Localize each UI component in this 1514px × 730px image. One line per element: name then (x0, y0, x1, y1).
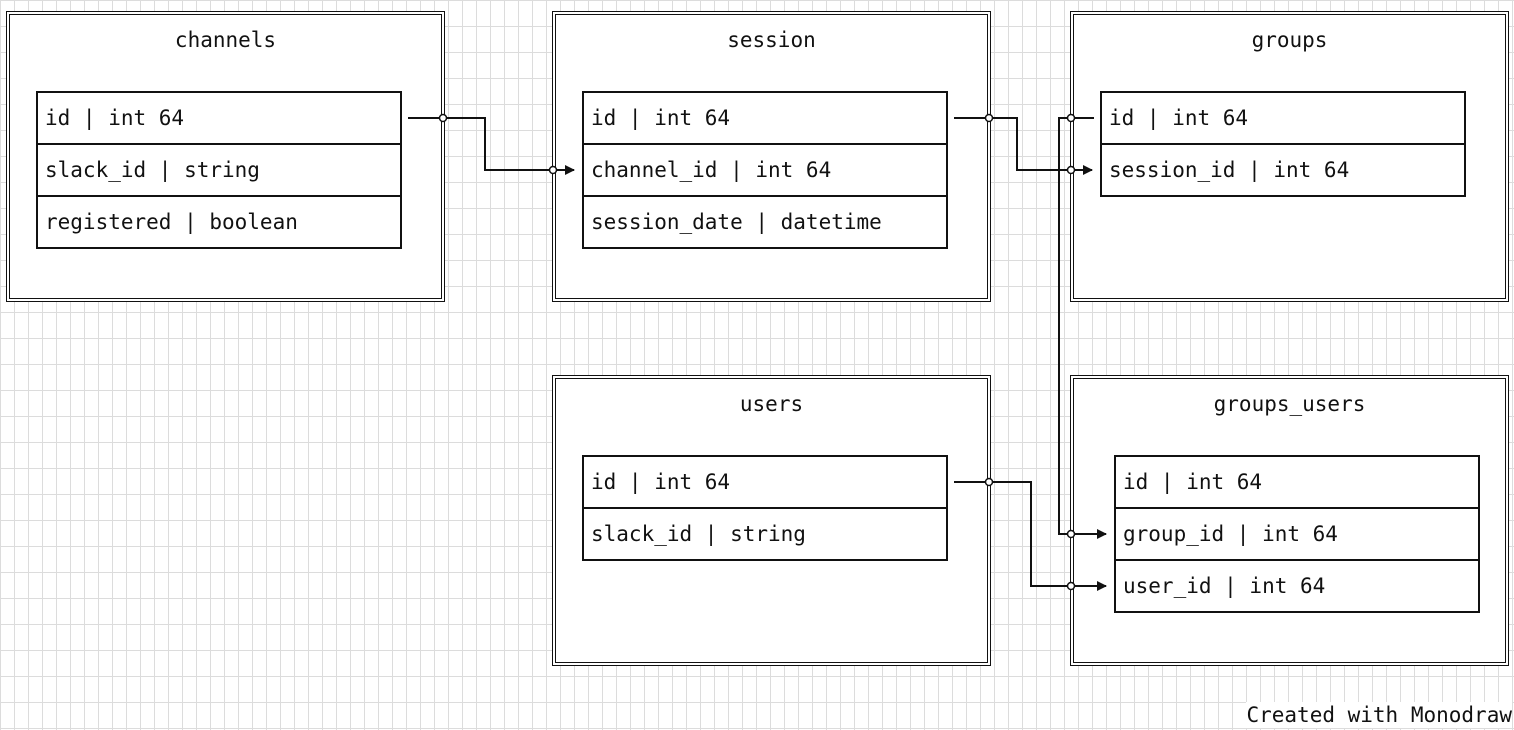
field-list-groups-users: id | int 64 group_id | int 64 user_id | … (1114, 455, 1480, 613)
table-title-groups: groups (1251, 28, 1328, 52)
table-title-groups-users: groups_users (1213, 392, 1366, 416)
field-channels-registered: registered | boolean (45, 210, 298, 234)
field-users-id: id | int 64 (584, 457, 946, 509)
field-channels-id: id | int 64 (38, 93, 400, 145)
table-channels: channels id | int 64 slack_id | string r… (6, 11, 445, 302)
field-groups-users-group-id: group_id | int 64 (1116, 509, 1478, 561)
table-groups-users: groups_users id | int 64 group_id | int … (1070, 375, 1509, 666)
table-users: users id | int 64 slack_id | string (552, 375, 991, 666)
field-session-id: id | int 64 (584, 93, 946, 145)
table-groups: groups id | int 64 session_id | int 64 (1070, 11, 1509, 302)
table-session: session id | int 64 channel_id | int 64 … (552, 11, 991, 302)
field-list-session: id | int 64 channel_id | int 64 session_… (582, 91, 948, 249)
table-title-users: users (739, 392, 804, 416)
field-session-session-date: session_date | datetime (591, 210, 882, 234)
field-channels-slack-id: slack_id | string (38, 145, 400, 197)
field-session-channel-id: channel_id | int 64 (584, 145, 946, 197)
monodraw-credit: Created with Monodraw (1246, 702, 1512, 728)
field-list-groups: id | int 64 session_id | int 64 (1100, 91, 1466, 197)
table-title-channels: channels (174, 28, 277, 52)
field-groups-id: id | int 64 (1102, 93, 1464, 145)
field-groups-session-id: session_id | int 64 (1109, 158, 1350, 182)
field-groups-users-user-id: user_id | int 64 (1123, 574, 1326, 598)
field-users-slack-id: slack_id | string (591, 522, 806, 546)
table-title-session: session (727, 28, 816, 52)
field-groups-users-id: id | int 64 (1116, 457, 1478, 509)
field-list-channels: id | int 64 slack_id | string registered… (36, 91, 402, 249)
field-list-users: id | int 64 slack_id | string (582, 455, 948, 561)
